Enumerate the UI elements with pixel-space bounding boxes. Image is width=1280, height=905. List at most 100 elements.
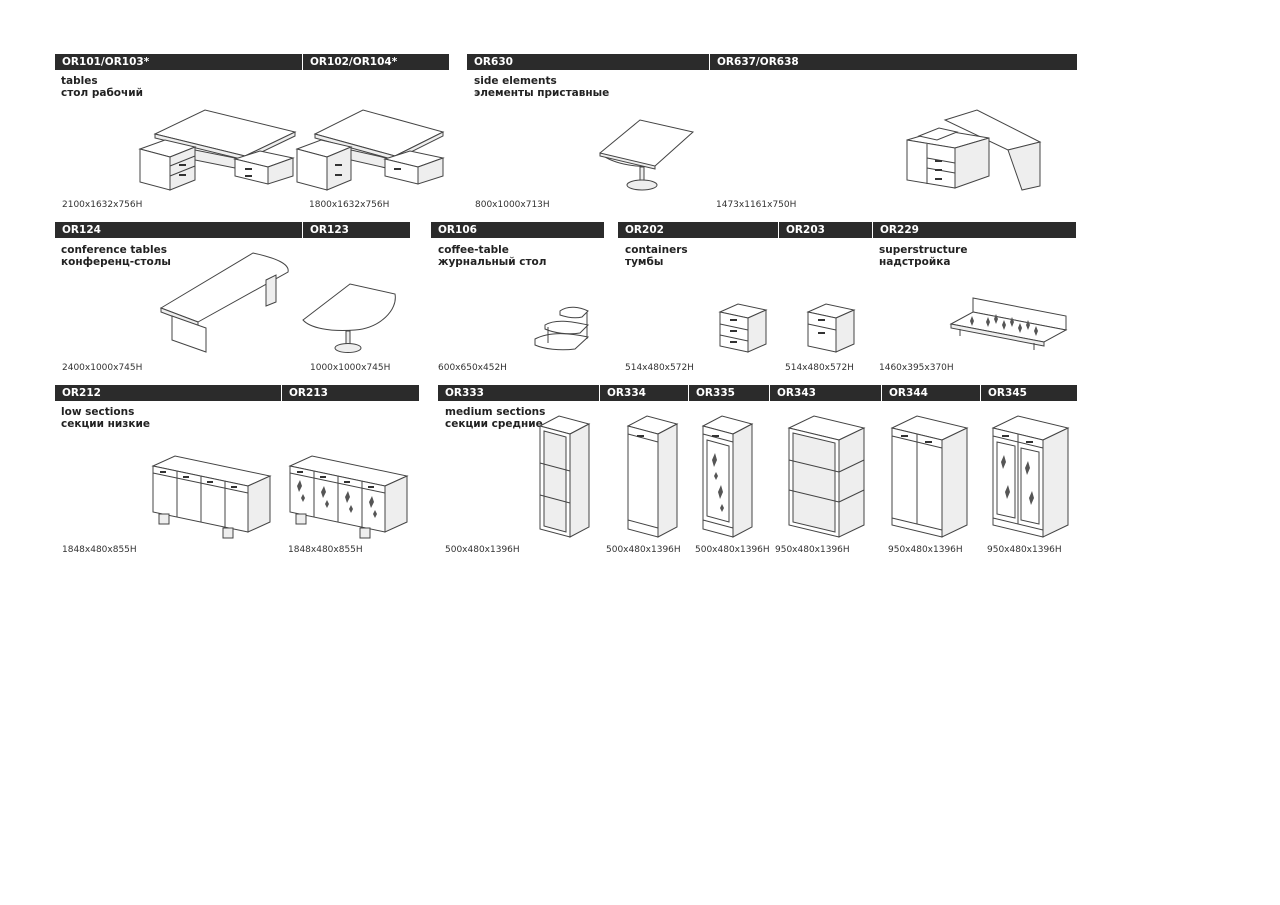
desk-or102-illustration — [293, 104, 453, 194]
category-ru: секции низкие — [61, 417, 150, 430]
drawer-handle — [394, 168, 401, 170]
category-en: low sections — [61, 406, 135, 418]
code-or123: OR123 — [302, 222, 410, 238]
glass-door-left — [997, 442, 1015, 518]
coffee-table-or106-illustration — [530, 303, 595, 355]
container-or203-illustration — [806, 302, 858, 354]
container-side — [836, 310, 854, 352]
drawer-handle — [320, 476, 326, 478]
door-handle — [1026, 441, 1033, 443]
cabinet-leg — [159, 514, 169, 524]
cabinet-side — [385, 476, 407, 532]
cabinet-leg — [223, 528, 233, 538]
dimension-or123: 1000x1000x745H — [310, 363, 391, 373]
cabinet-side — [658, 424, 677, 537]
medium-section-or343-illustration — [786, 414, 868, 540]
drawer-handle — [344, 481, 350, 483]
conference-table-or123-illustration — [300, 280, 400, 355]
code-or229: OR229 — [872, 222, 1076, 238]
drawer-handle — [183, 476, 189, 478]
cabinet-interior — [544, 431, 566, 532]
drawer-handle — [179, 174, 186, 176]
code-or637: OR637/OR638 — [709, 54, 1077, 70]
dimension-or637: 1473x1161x750H — [716, 200, 797, 210]
drawer-handle — [730, 341, 737, 343]
code-or124: OR124 — [55, 222, 302, 238]
medium-section-or335-illustration — [700, 414, 756, 540]
door-handle — [818, 332, 825, 334]
cabinet-side — [839, 428, 864, 537]
door-handle — [712, 435, 719, 437]
dimension-or203: 514x480x572H — [785, 363, 854, 373]
cabinet-side — [248, 476, 270, 532]
pull-out-shelf — [919, 128, 957, 140]
drawer-handle — [335, 174, 342, 176]
desk-side — [955, 138, 989, 188]
category-ru: конференц-столы — [61, 255, 171, 268]
code-or213: OR213 — [281, 385, 419, 401]
drawer-handle — [730, 330, 737, 332]
drawer-handle — [179, 164, 186, 166]
category-superstructure: superstructure надстройка — [879, 244, 967, 268]
desk-return-panel — [1008, 142, 1040, 190]
category-coffee-table: coffee-table журнальный стол — [438, 244, 547, 268]
pedestal-side — [327, 147, 351, 190]
category-en: containers — [625, 244, 688, 256]
drawer-handle — [368, 486, 374, 488]
code-or333: OR333 — [438, 385, 599, 401]
code-or202: OR202 — [618, 222, 778, 238]
door-handle — [901, 435, 908, 437]
category-ru: стол рабочий — [61, 86, 143, 99]
category-ru: элементы приставные — [474, 86, 610, 99]
side-table-or630-illustration — [595, 118, 700, 193]
superstructure-or229-illustration — [948, 294, 1070, 352]
dimension-or334: 500x480x1396H — [606, 545, 681, 555]
container-side — [748, 310, 766, 352]
right-pedestal-side — [418, 158, 443, 184]
code-or106: OR106 — [431, 222, 604, 238]
category-ru: журнальный стол — [438, 255, 547, 268]
drawer-handle — [935, 160, 942, 162]
shelf-middle — [545, 321, 588, 334]
panel-leg — [172, 316, 206, 352]
drawer-handle — [935, 178, 942, 180]
tabletop — [161, 253, 288, 322]
category-containers: containers тумбы — [625, 244, 688, 268]
conference-table-or124-illustration — [158, 250, 293, 355]
glass-pattern — [712, 453, 724, 512]
glass-door — [707, 440, 729, 522]
medium-section-or344-illustration — [889, 414, 971, 540]
shelf-bottom — [535, 334, 588, 350]
dimension-or344: 950x480x1396H — [888, 545, 963, 555]
medium-section-or333-illustration — [537, 414, 593, 540]
dimension-or101: 2100x1632x756H — [62, 200, 143, 210]
drawer-handle — [935, 169, 942, 171]
cabinet-side — [942, 428, 967, 537]
door-handle — [637, 435, 644, 437]
glass-pattern — [1001, 455, 1034, 505]
drawer-handle — [335, 164, 342, 166]
drawer-handle — [245, 168, 252, 170]
category-medium-sections: medium sections секции средние — [445, 406, 546, 430]
drawer-handle — [818, 319, 825, 321]
category-ru: надстройка — [879, 255, 951, 268]
category-en: conference tables — [61, 244, 167, 256]
dimension-or333: 500x480x1396H — [445, 545, 520, 555]
category-en: medium sections — [445, 406, 546, 418]
drawer-handle — [297, 471, 303, 473]
container-or202-illustration — [718, 302, 770, 354]
code-or343: OR343 — [769, 385, 881, 401]
category-side-elements: side elements элементы приставные — [474, 75, 610, 99]
dimension-or124: 2400x1000x745H — [62, 363, 143, 373]
drawer-handle — [160, 471, 166, 473]
medium-section-or334-illustration — [625, 414, 681, 540]
code-or101: OR101/OR103* — [55, 54, 302, 70]
cabinet-leg — [360, 528, 370, 538]
dimension-or335: 500x480x1396H — [695, 545, 770, 555]
cabinet-leg — [296, 514, 306, 524]
door-handle — [925, 441, 932, 443]
panel-leg-rear — [266, 275, 276, 306]
dimension-or229: 1460x395x370H — [879, 363, 954, 373]
low-section-or213-illustration — [287, 454, 409, 540]
glass-door-right — [1021, 448, 1039, 524]
